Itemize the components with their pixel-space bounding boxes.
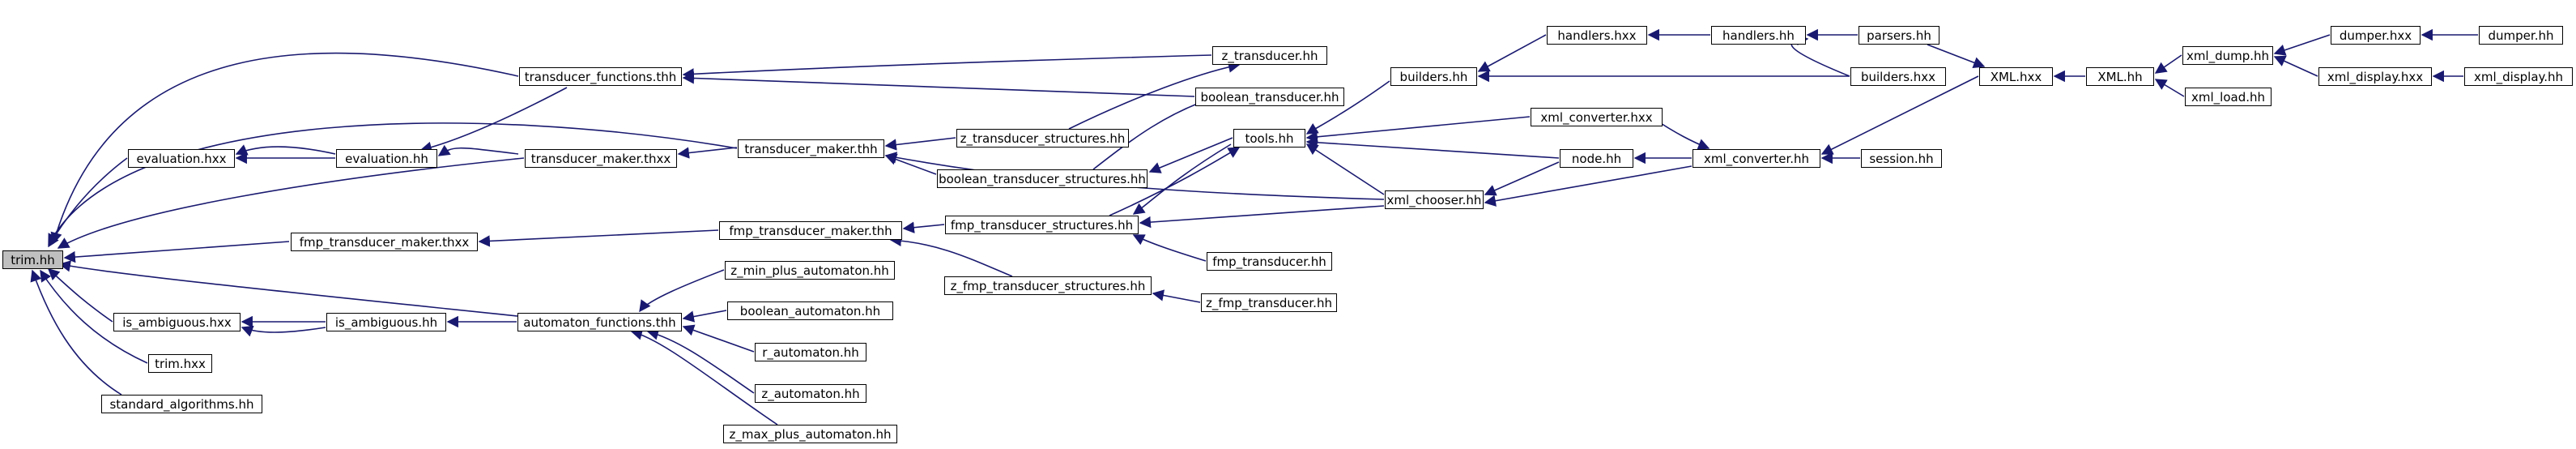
dependency-edge <box>1484 161 1560 196</box>
node-parsers-hh[interactable]: parsers.hh <box>1859 26 1939 45</box>
dependency-edge <box>40 269 148 364</box>
node-standard-algorithms-hh[interactable]: standard_algorithms.hh <box>101 395 262 413</box>
dependency-edge <box>884 137 956 151</box>
node-trim-hh[interactable]: trim.hh <box>2 250 63 269</box>
node-handlers-hxx[interactable]: handlers.hxx <box>1547 26 1647 45</box>
dependency-edge <box>241 325 326 337</box>
node-fmp-transducer-hh[interactable]: fmp_transducer.hh <box>1207 252 1332 271</box>
dependency-edge <box>2273 55 2318 77</box>
dependency-edge <box>58 260 518 317</box>
node-boolean-transducer-structures-hh[interactable]: boolean_transducer_structures.hh <box>937 169 1147 188</box>
dependency-edge <box>478 229 719 247</box>
dependency-edge <box>1484 165 1692 207</box>
node-trim-hxx[interactable]: trim.hxx <box>148 354 212 373</box>
node-handlers-hh[interactable]: handlers.hh <box>1711 26 1806 45</box>
node-session-hh[interactable]: session.hh <box>1861 149 1942 168</box>
node-z-automaton-hh[interactable]: z_automaton.hh <box>755 384 866 403</box>
node-xml-display-hxx[interactable]: xml_display.hxx <box>2318 67 2432 86</box>
node-fmp-transducer-structures-hh[interactable]: fmp_transducer_structures.hh <box>945 216 1139 234</box>
dependency-edge <box>1152 289 1201 303</box>
dependency-edge <box>1139 205 1385 229</box>
node-dumper-hh[interactable]: dumper.hh <box>2479 26 2563 45</box>
node-z-transducer-structures-hh[interactable]: z_transducer_structures.hh <box>956 129 1129 148</box>
node-builders-hh[interactable]: builders.hh <box>1390 67 1477 86</box>
dependency-edge <box>50 52 519 245</box>
dependency-edge <box>682 54 1212 80</box>
node-XML-hh[interactable]: XML.hh <box>2086 67 2154 86</box>
node-transducer-functions-thh[interactable]: transducer_functions.thh <box>519 67 682 86</box>
node-evaluation-hh[interactable]: evaluation.hh <box>336 149 437 168</box>
dependency-edge <box>1477 34 1547 72</box>
dependency-edge <box>1109 147 1241 216</box>
node-dumper-hxx[interactable]: dumper.hxx <box>2331 26 2421 45</box>
dependency-edge <box>2273 34 2331 56</box>
node-is-ambiguous-hxx[interactable]: is_ambiguous.hxx <box>113 313 241 331</box>
dependency-edge <box>1305 80 1390 135</box>
node-transducer-maker-thh[interactable]: transducer_maker.thh <box>738 139 884 158</box>
node-XML-hxx[interactable]: XML.hxx <box>1979 67 2053 86</box>
dependency-edge <box>2154 54 2182 74</box>
node-fmp-transducer-maker-thh[interactable]: fmp_transducer_maker.thh <box>719 221 902 240</box>
node-z-transducer-hh[interactable]: z_transducer.hh <box>1212 46 1327 65</box>
node-xml-converter-hh[interactable]: xml_converter.hh <box>1692 149 1820 168</box>
dependency-edge <box>1148 137 1233 173</box>
node-xml-load-hh[interactable]: xml_load.hh <box>2185 88 2272 106</box>
node-z-fmp-transducer-hh[interactable]: z_fmp_transducer.hh <box>1201 293 1337 312</box>
dependency-edge <box>682 72 1195 97</box>
node-z-fmp-transducer-structures-hh[interactable]: z_fmp_transducer_structures.hh <box>944 276 1152 295</box>
dependency-edge <box>47 268 113 323</box>
dependency-edge <box>646 328 755 394</box>
node-fmp-transducer-maker-thxx[interactable]: fmp_transducer_maker.thxx <box>291 233 478 251</box>
dependency-edge <box>57 157 525 249</box>
node-z-max-plus-automaton-hh[interactable]: z_max_plus_automaton.hh <box>723 425 897 443</box>
node-evaluation-hxx[interactable]: evaluation.hxx <box>128 149 235 168</box>
dependency-edge <box>30 269 122 396</box>
dependency-edge <box>889 234 1013 277</box>
node-node-hh[interactable]: node.hh <box>1560 149 1633 168</box>
node-boolean-transducer-hh[interactable]: boolean_transducer.hh <box>1195 88 1344 106</box>
dependency-edges <box>30 28 2478 425</box>
dependency-edge <box>682 324 755 353</box>
dependency-edge <box>1305 143 1385 195</box>
dependency-edge <box>1132 234 1207 262</box>
dependency-edge <box>419 87 568 153</box>
node-z-min-plus-automaton-hh[interactable]: z_min_plus_automaton.hh <box>725 261 895 280</box>
node-tools-hh[interactable]: tools.hh <box>1233 129 1305 148</box>
dependency-edge <box>48 122 738 246</box>
node-transducer-maker-thxx[interactable]: transducer_maker.thxx <box>525 149 677 168</box>
dependency-edge <box>2154 79 2185 97</box>
node-builders-hxx[interactable]: builders.hxx <box>1850 67 1946 86</box>
dependency-edge <box>884 153 937 175</box>
dependency-edge <box>48 157 128 248</box>
dependency-edge <box>63 241 290 263</box>
node-xml-display-hh[interactable]: xml_display.hh <box>2464 67 2573 86</box>
node-is-ambiguous-hh[interactable]: is_ambiguous.hh <box>326 313 446 331</box>
node-xml-dump-hh[interactable]: xml_dump.hh <box>2182 46 2273 65</box>
dependency-edge <box>1305 116 1531 143</box>
node-r-automaton-hh[interactable]: r_automaton.hh <box>755 343 866 361</box>
dependency-edge <box>682 310 727 323</box>
dependency-edge <box>639 269 725 313</box>
dependency-edge <box>630 328 778 425</box>
node-boolean-automaton-hh[interactable]: boolean_automaton.hh <box>727 301 893 320</box>
dependency-edge <box>1132 143 1232 215</box>
node-automaton-functions-thh[interactable]: automaton_functions.thh <box>517 313 682 331</box>
node-xml-chooser-hh[interactable]: xml_chooser.hh <box>1385 190 1484 209</box>
dependency-edge <box>1068 61 1241 130</box>
dependency-edge <box>235 144 336 156</box>
node-xml-converter-hxx[interactable]: xml_converter.hxx <box>1531 108 1663 126</box>
dependency-edge <box>1305 136 1560 159</box>
dependency-edge <box>1927 44 1986 69</box>
dependency-edge <box>902 221 945 233</box>
dependency-edge <box>677 147 738 159</box>
dependency-edge <box>437 144 519 156</box>
dependency-edge <box>1820 75 1979 155</box>
